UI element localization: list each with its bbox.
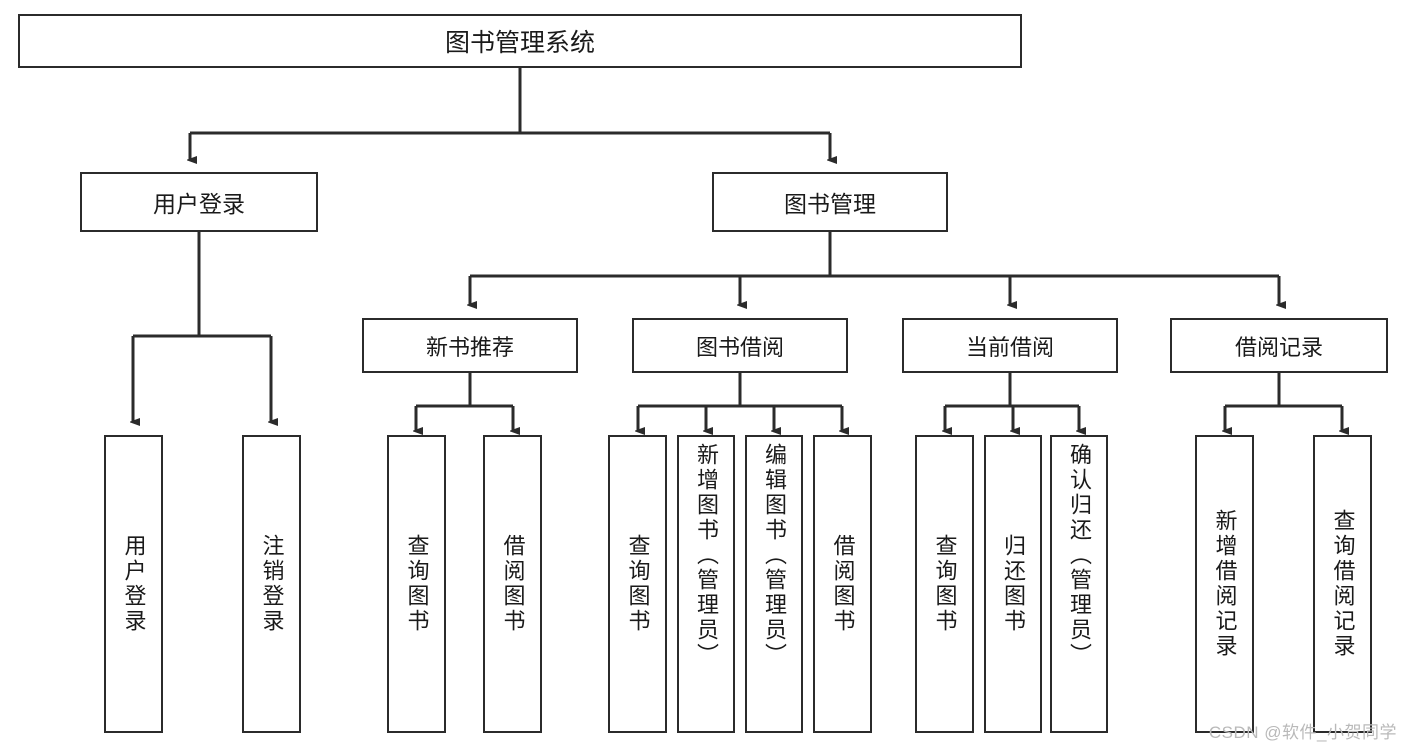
leaf-current-borrow-query-label: 查询图书 [932, 534, 958, 634]
leaf-current-borrow-return[interactable]: 归还图书 [984, 435, 1042, 733]
leaf-new-book-borrow-label: 借阅图书 [500, 534, 526, 634]
leaf-borrow-record-query[interactable]: 查询借阅记录 [1313, 435, 1372, 733]
node-user-login-label: 用户登录 [153, 191, 245, 217]
leaf-borrow-record-add[interactable]: 新增借阅记录 [1195, 435, 1254, 733]
node-root[interactable]: 图书管理系统 [18, 14, 1022, 68]
node-current-borrow-label: 当前借阅 [965, 334, 1054, 360]
node-user-login[interactable]: 用户登录 [80, 172, 318, 232]
watermark-text: CSDN @软件_小贺同学 [1208, 723, 1397, 742]
leaf-user-login-login[interactable]: 用户登录 [104, 435, 163, 733]
leaf-user-login-logout[interactable]: 注销登录 [242, 435, 301, 733]
node-borrow-record[interactable]: 借阅记录 [1170, 318, 1388, 373]
leaf-current-borrow-confirm-label: 确认归还（管理员） [1067, 443, 1092, 668]
leaf-new-book-query[interactable]: 查询图书 [387, 435, 446, 733]
leaf-book-borrow-edit[interactable]: 编辑图书（管理员） [745, 435, 803, 733]
leaf-book-borrow-add-label: 新增图书（管理员） [694, 443, 719, 668]
leaf-current-borrow-query[interactable]: 查询图书 [915, 435, 974, 733]
leaf-book-borrow-edit-label: 编辑图书（管理员） [762, 443, 787, 668]
leaf-new-book-query-label: 查询图书 [404, 534, 430, 634]
leaf-current-borrow-confirm[interactable]: 确认归还（管理员） [1050, 435, 1108, 733]
node-current-borrow[interactable]: 当前借阅 [902, 318, 1118, 373]
leaf-book-borrow-borrow-label: 借阅图书 [830, 534, 856, 634]
node-root-label: 图书管理系统 [444, 29, 595, 57]
leaf-book-borrow-borrow[interactable]: 借阅图书 [813, 435, 872, 733]
node-new-book-recommend[interactable]: 新书推荐 [362, 318, 578, 373]
leaf-book-borrow-add[interactable]: 新增图书（管理员） [677, 435, 735, 733]
node-book-manage[interactable]: 图书管理 [712, 172, 948, 232]
leaf-borrow-record-add-label: 新增借阅记录 [1212, 509, 1238, 659]
node-new-book-recommend-label: 新书推荐 [425, 334, 514, 360]
node-borrow-record-label: 借阅记录 [1234, 334, 1323, 360]
leaf-borrow-record-query-label: 查询借阅记录 [1330, 509, 1356, 659]
node-book-borrow[interactable]: 图书借阅 [632, 318, 848, 373]
leaf-current-borrow-return-label: 归还图书 [1001, 534, 1026, 634]
node-book-borrow-label: 图书借阅 [695, 334, 784, 360]
leaf-user-login-logout-label: 注销登录 [259, 534, 285, 634]
leaf-new-book-borrow[interactable]: 借阅图书 [483, 435, 542, 733]
leaf-book-borrow-query[interactable]: 查询图书 [608, 435, 667, 733]
leaf-book-borrow-query-label: 查询图书 [625, 534, 651, 634]
leaf-user-login-login-label: 用户登录 [121, 534, 147, 634]
node-book-manage-label: 图书管理 [784, 191, 876, 217]
